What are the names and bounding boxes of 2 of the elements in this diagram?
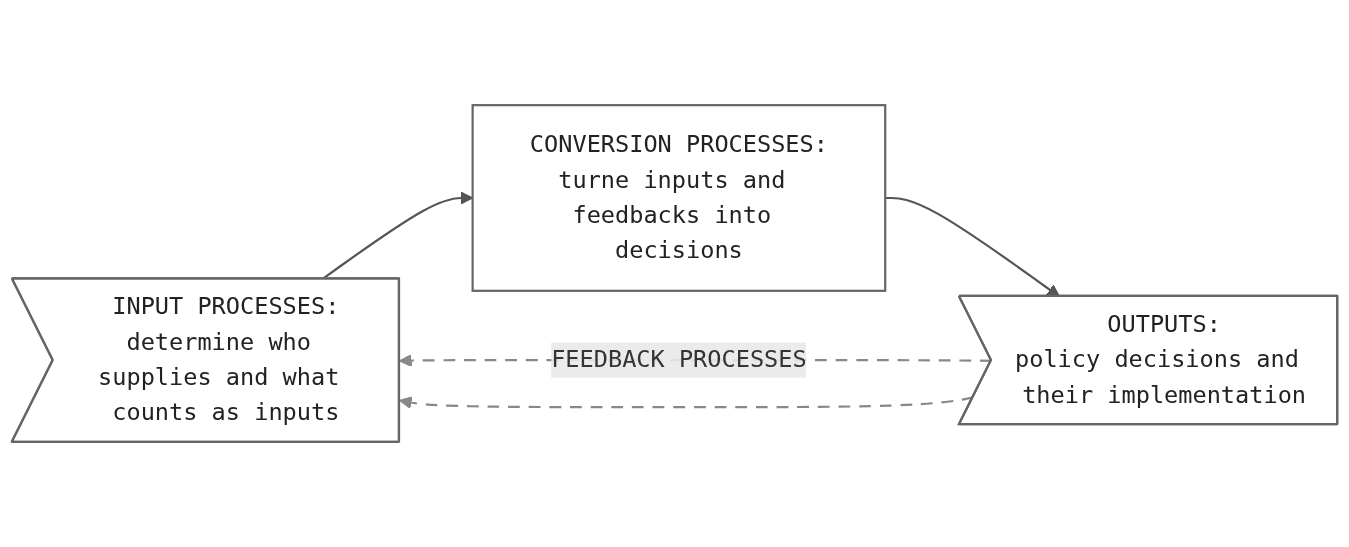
node-box: CONVERSION PROCESSES: turne inputs and feedbacks into decisions bbox=[471, 104, 887, 292]
edge-label: FEEDBACK PROCESSES bbox=[551, 345, 807, 374]
